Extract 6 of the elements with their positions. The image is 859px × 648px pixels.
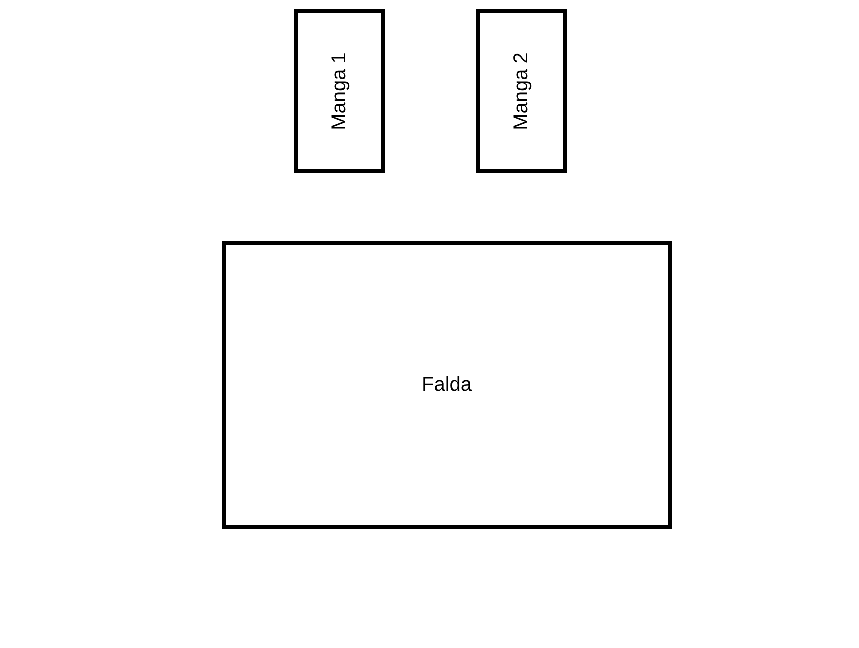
rectangle-box xyxy=(294,9,385,173)
box-label: Manga 1 xyxy=(328,52,351,130)
box-label: Falda xyxy=(422,374,472,396)
rectangle-box xyxy=(222,241,672,529)
box-label: Manga 2 xyxy=(510,52,533,130)
rectangle-box xyxy=(476,9,567,173)
